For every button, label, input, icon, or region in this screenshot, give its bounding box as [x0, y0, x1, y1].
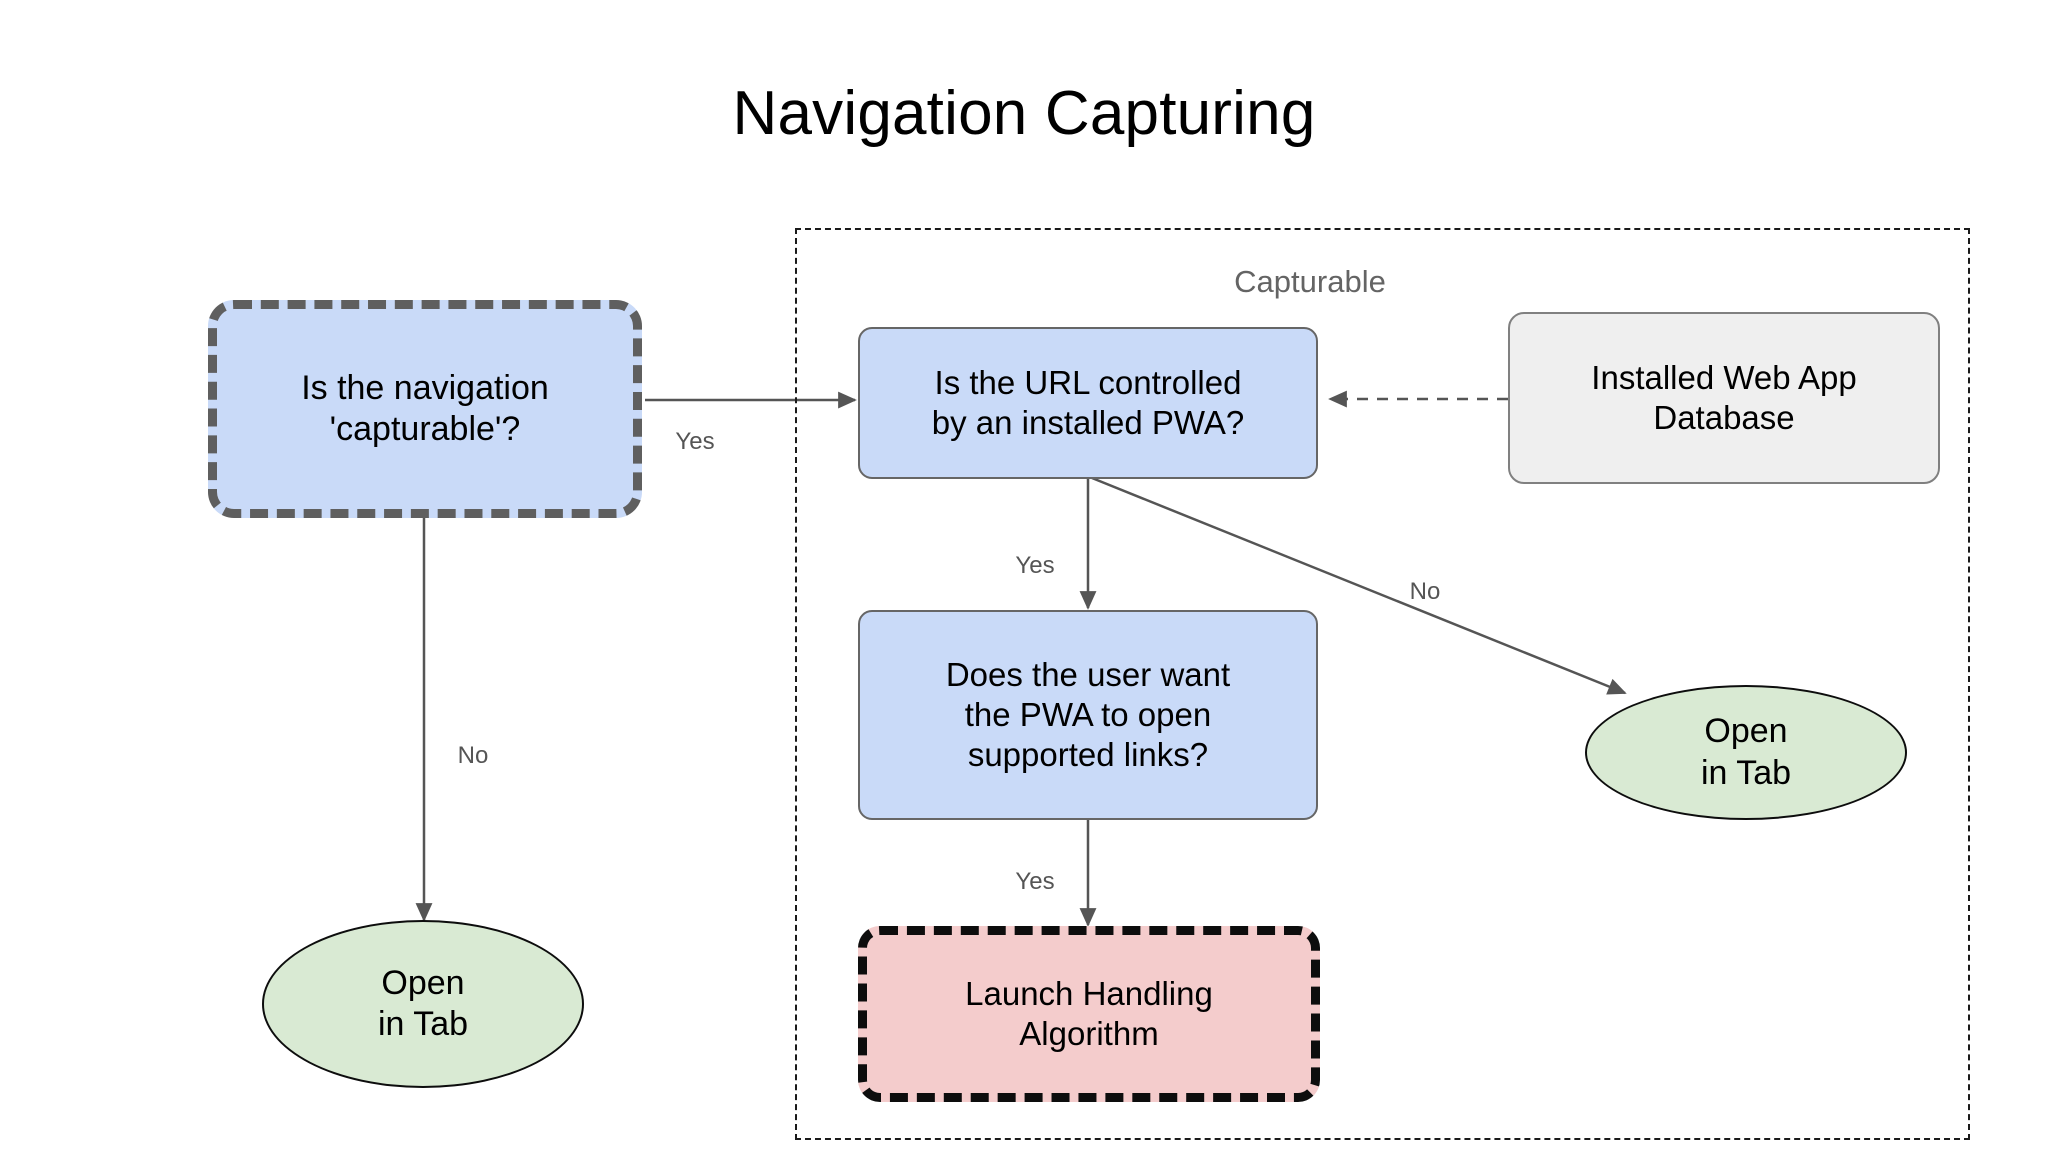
capturable-group-frame — [795, 228, 1970, 1140]
edge-label-url-no: No — [1409, 578, 1441, 605]
capturable-group-label: Capturable — [1234, 264, 1386, 299]
node-launch-handling-algorithm[interactable] — [858, 926, 1320, 1102]
node-is-capturable[interactable] — [208, 300, 642, 518]
node-url-controlled[interactable] — [858, 327, 1318, 479]
edge-label-user-yes: Yes — [1015, 868, 1055, 895]
page-title: Navigation Capturing — [732, 79, 1316, 148]
edge-label-capturable-yes: Yes — [675, 428, 715, 455]
node-open-in-tab-left[interactable] — [262, 920, 584, 1088]
edge-label-url-yes: Yes — [1015, 552, 1055, 579]
node-open-in-tab-right[interactable] — [1585, 685, 1907, 820]
node-installed-web-app-database[interactable] — [1508, 312, 1940, 484]
edge-url-no — [1091, 476, 1627, 695]
edge-label-capturable-no: No — [457, 742, 489, 769]
node-user-want-pwa[interactable] — [858, 610, 1318, 820]
